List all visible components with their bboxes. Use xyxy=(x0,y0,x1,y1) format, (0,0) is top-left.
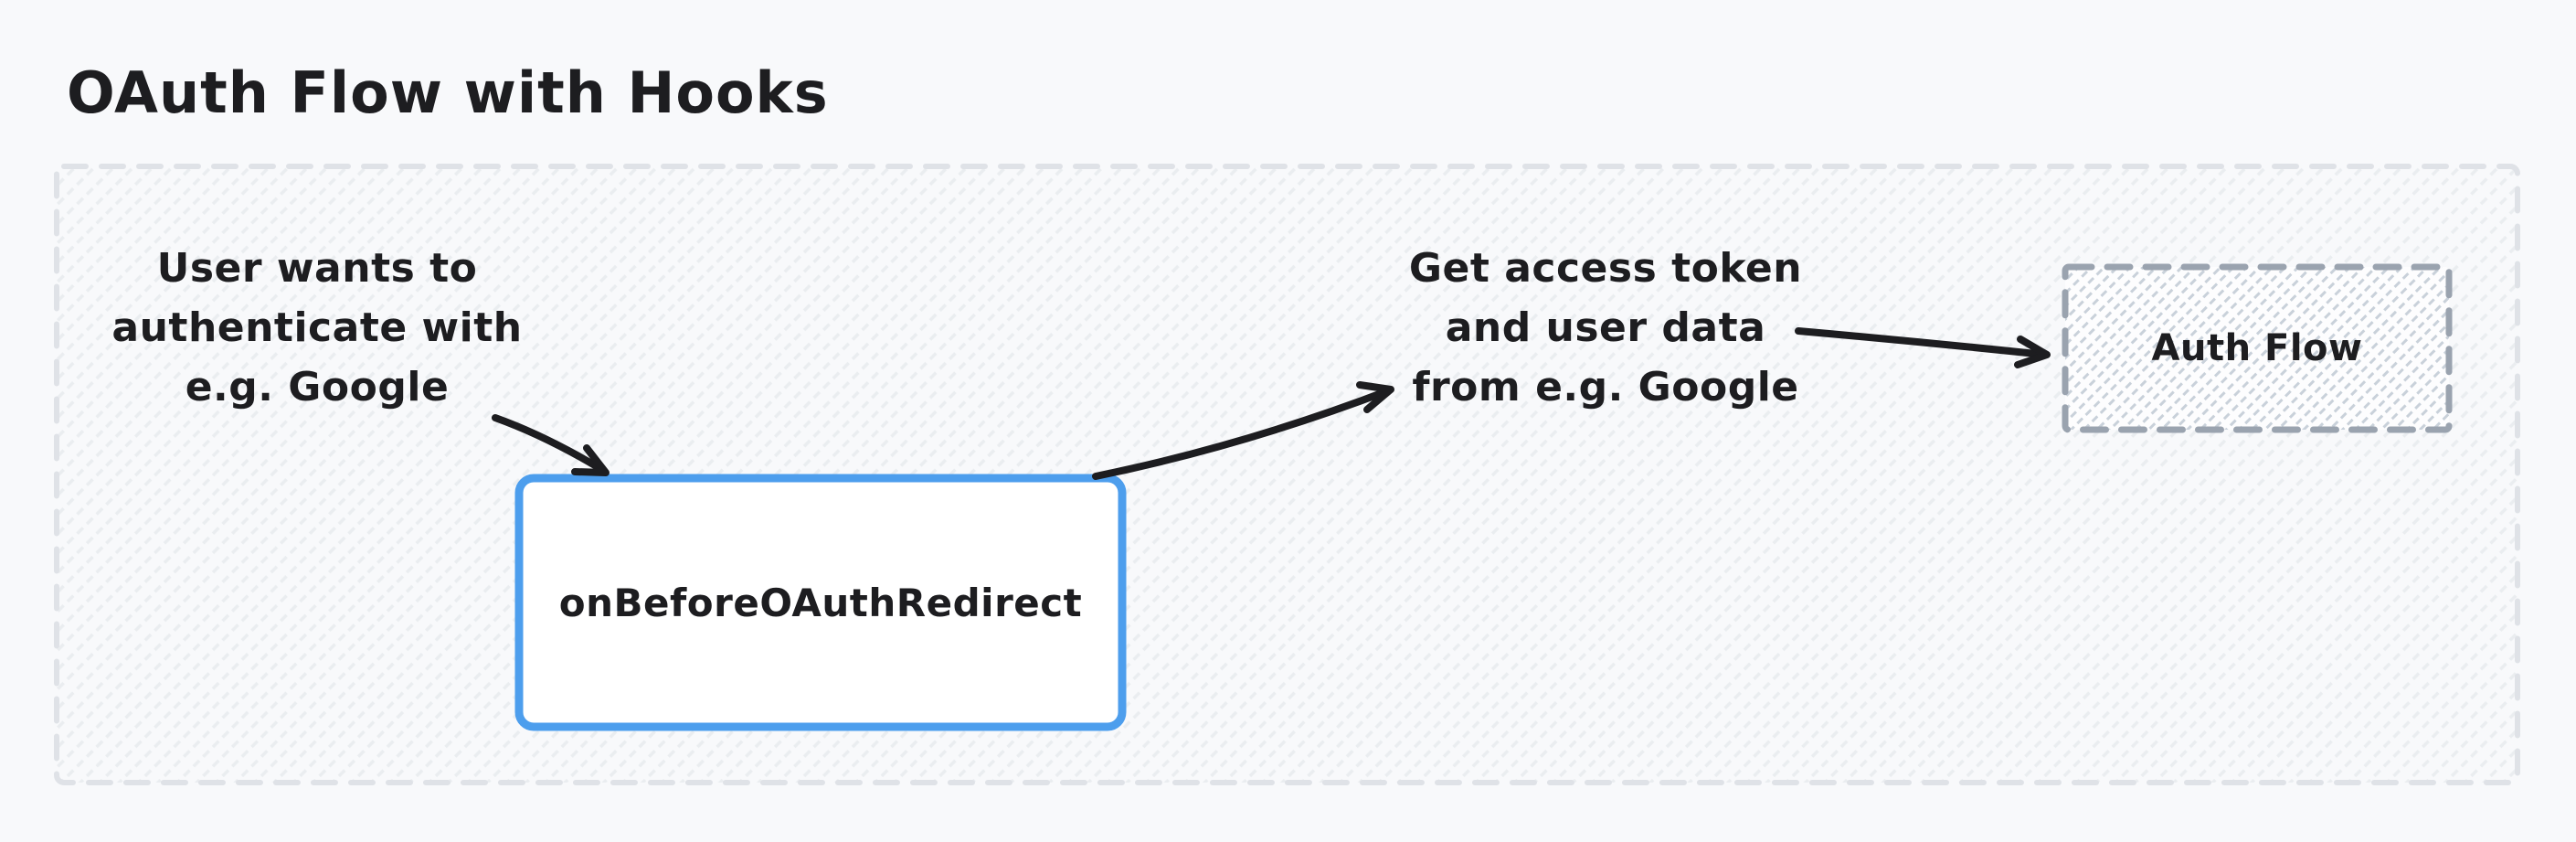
arrow-hook-to-token xyxy=(1092,381,1394,480)
arrow-user-to-hook xyxy=(492,414,610,476)
diagram-title: OAuth Flow with Hooks xyxy=(67,59,829,126)
annotation-line: Get access token xyxy=(1408,245,1803,292)
annotation-line: from e.g. Google xyxy=(1412,364,1799,410)
annotation-line: authenticate with xyxy=(111,304,523,351)
auth-flow-node-label: Auth Flow xyxy=(2151,327,2363,369)
annotation-line: e.g. Google xyxy=(185,364,450,410)
annotation-line: User wants to xyxy=(156,245,478,292)
hook-node-box xyxy=(514,474,1127,731)
arrow-token-to-authflow xyxy=(1795,327,2051,368)
hook-node-label: onBeforeOAuthRedirect xyxy=(558,580,1083,625)
annotation-get-token: Get access token and user data from e.g.… xyxy=(1368,239,1843,417)
annotation-user-auth: User wants to authenticate with e.g. Goo… xyxy=(80,239,555,417)
annotation-line: and user data xyxy=(1445,304,1766,351)
auth-flow-node-box xyxy=(2062,263,2453,433)
